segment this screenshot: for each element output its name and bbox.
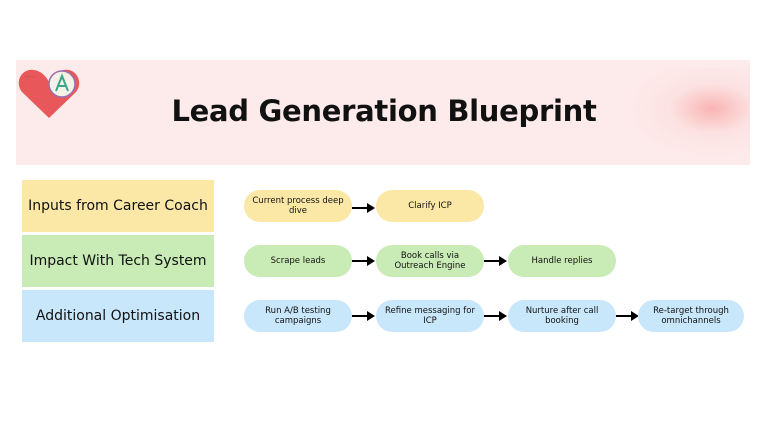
row-label-inputs: Inputs from Career Coach (22, 180, 214, 232)
step-ab-testing: Run A/B testing campaigns (244, 300, 352, 332)
arrow-icon (352, 256, 375, 266)
title-banner (16, 60, 750, 165)
row-label-impact: Impact With Tech System (22, 235, 214, 287)
arrow-icon (616, 311, 639, 321)
arrow-icon (484, 256, 507, 266)
step-current-process: Current process deep dive (244, 190, 352, 222)
arrow-icon (352, 203, 375, 213)
banner-glow (628, 68, 750, 158)
row-label-optimisation: Additional Optimisation (22, 290, 214, 342)
svg-text:◦◦◦◦◦: ◦◦◦◦◦ (24, 74, 36, 79)
arrow-icon (484, 311, 507, 321)
step-nurture: Nurture after call booking (508, 300, 616, 332)
arrow-icon (352, 311, 375, 321)
step-refine-messaging: Refine messaging for ICP (376, 300, 484, 332)
step-handle-replies: Handle replies (508, 245, 616, 277)
step-retarget: Re-target through omnichannels (638, 300, 744, 332)
step-clarify-icp: Clarify ICP (376, 190, 484, 222)
page-title: Lead Generation Blueprint (171, 94, 597, 128)
step-book-calls: Book calls via Outreach Engine (376, 245, 484, 277)
heart-logo-icon: ◦◦◦◦◦ (18, 69, 80, 118)
step-scrape-leads: Scrape leads (244, 245, 352, 277)
